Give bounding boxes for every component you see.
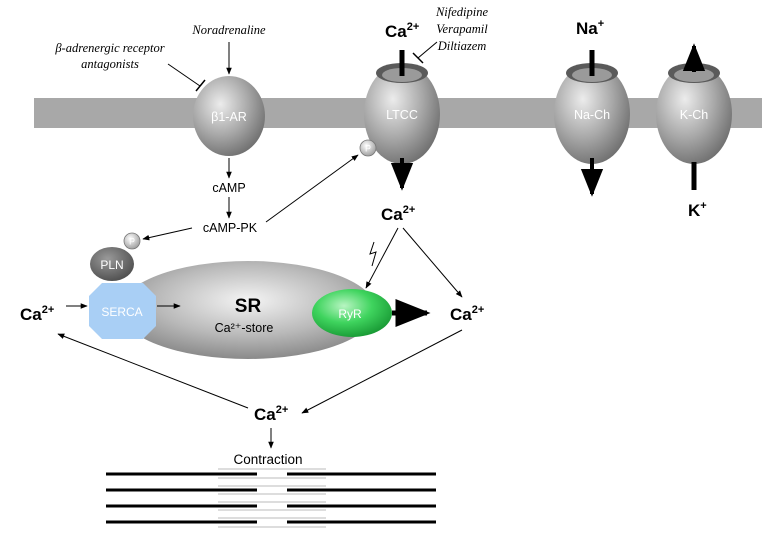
pk-pln-arrow: [142, 227, 193, 241]
sarcomere-filaments: [106, 468, 436, 528]
ca-bottom-label: Ca2+: [254, 404, 288, 424]
svg-text:P: P: [129, 237, 135, 247]
pln-phospho-badge: P: [123, 232, 141, 250]
beta1-ar-label: β1-AR: [211, 110, 247, 124]
ccb-inhibit-line: [417, 41, 438, 59]
na-channel: Na-Ch: [554, 63, 630, 164]
ca-cytosol-left-label: Ca2+: [20, 304, 54, 324]
camp-label: cAMP: [212, 181, 245, 195]
ca-store-label: Ca²⁺-store: [215, 321, 274, 335]
ca-to-cytosol-arrow: [402, 227, 463, 298]
k-label: K+: [688, 200, 707, 220]
ca-cytosol-right-label: Ca2+: [450, 304, 484, 324]
serca-label: SERCA: [101, 305, 142, 319]
pln-protein: PLN: [90, 247, 134, 281]
serca-pump: SERCA: [89, 283, 156, 339]
na-ch-label: Na-Ch: [574, 108, 610, 122]
ca-top-label: Ca2+: [385, 21, 419, 41]
ltcc-phospho-badge: P: [359, 139, 377, 157]
right-ca-to-bottom-arrow: [301, 329, 463, 414]
beta1-ar-receptor: β1-AR: [193, 76, 265, 156]
na-label: Na+: [576, 18, 604, 38]
verapamil-label: Verapamil: [436, 22, 488, 36]
beta-antagonist-label-line1: β-adrenergic receptor: [54, 41, 164, 55]
sr-label: SR: [235, 296, 262, 317]
bottom-ca-to-left-arrow: [57, 333, 249, 409]
camp-pk-label: cAMP-PK: [203, 221, 258, 235]
pk-ltcc-arrow: [265, 154, 359, 223]
cicr-lightning: [369, 241, 377, 267]
ryr-channel: RyR: [312, 289, 392, 337]
antagonist-inhibit-line: [167, 63, 201, 87]
sarcoplasmic-reticulum: SR Ca²⁺-store: [120, 261, 376, 359]
antagonist-inhibit-bar: [195, 79, 206, 92]
nifedipine-label: Nifedipine: [435, 5, 489, 19]
ccb-inhibit-bar: [412, 52, 424, 64]
beta-antagonist-label-line2: antagonists: [81, 57, 139, 71]
ltcc-label: LTCC: [386, 108, 418, 122]
contraction-label: Contraction: [233, 452, 302, 467]
ryr-label: RyR: [338, 307, 362, 321]
ca-to-ryr-arrow: [365, 227, 399, 289]
svg-text:P: P: [365, 144, 371, 154]
diltiazem-label: Diltiazem: [437, 39, 487, 53]
noradrenaline-label: Noradrenaline: [191, 23, 266, 37]
pln-label: PLN: [100, 258, 123, 272]
k-ch-label: K-Ch: [680, 108, 709, 122]
ca-influx-label: Ca2+: [381, 204, 415, 224]
k-channel: K-Ch: [656, 63, 732, 164]
